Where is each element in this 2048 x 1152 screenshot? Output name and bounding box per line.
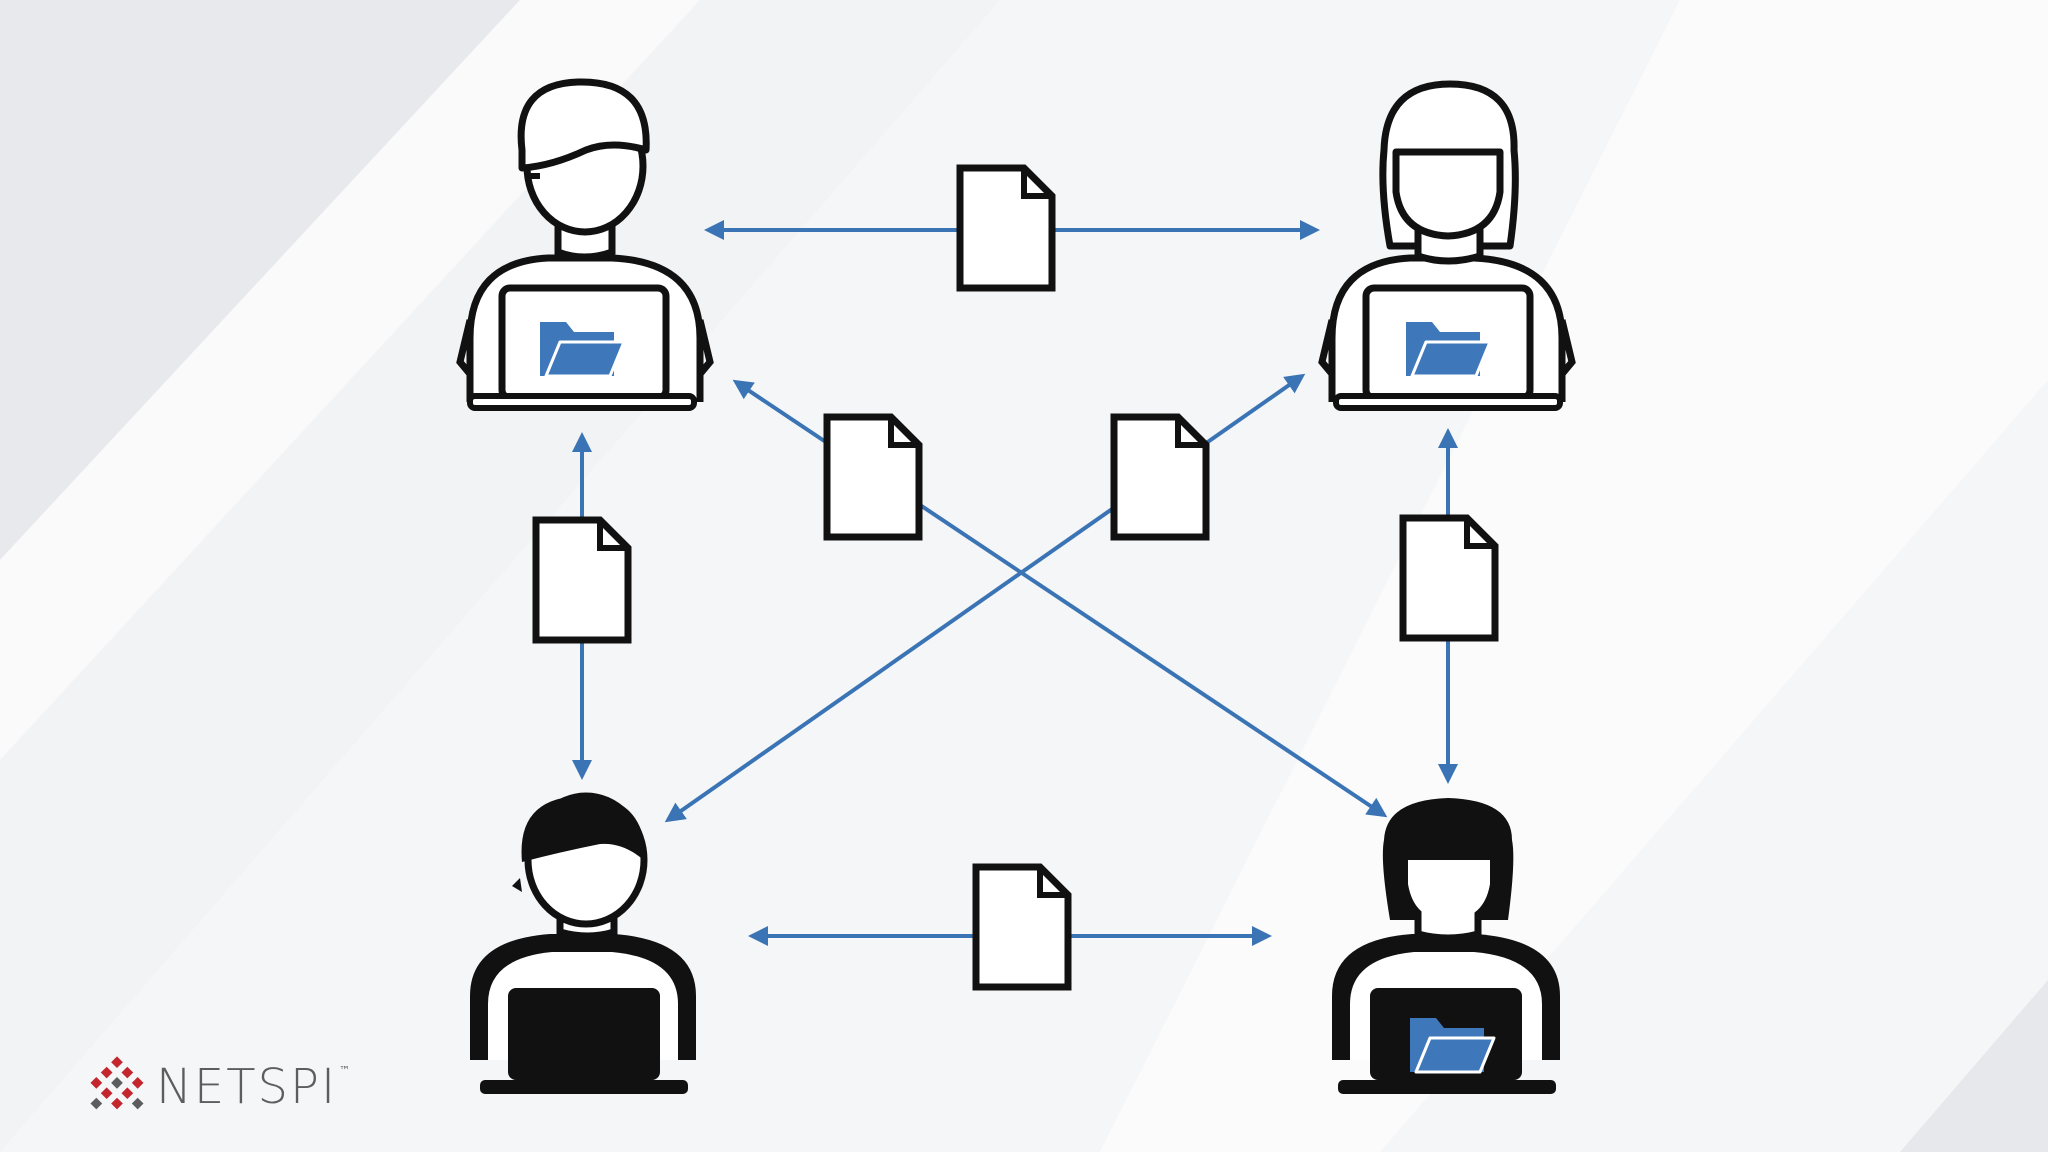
person-bottom-left <box>470 792 696 1094</box>
document-icon <box>960 168 1052 288</box>
netspi-logo: NETSPI ™ <box>86 1056 350 1118</box>
document-icon <box>1403 518 1495 638</box>
document-icon <box>1114 417 1206 537</box>
netspi-logo-mark-icon <box>90 1056 144 1110</box>
document-icon <box>536 520 628 640</box>
document-icon <box>976 867 1068 987</box>
document-icon <box>827 417 919 537</box>
person-top-right <box>1318 80 1576 411</box>
arrows <box>572 220 1458 946</box>
brand-name: NETSPI <box>156 1059 338 1115</box>
person-bottom-right <box>1332 798 1560 1094</box>
person-top-left <box>456 78 714 411</box>
trademark-symbol: ™ <box>339 1064 351 1077</box>
